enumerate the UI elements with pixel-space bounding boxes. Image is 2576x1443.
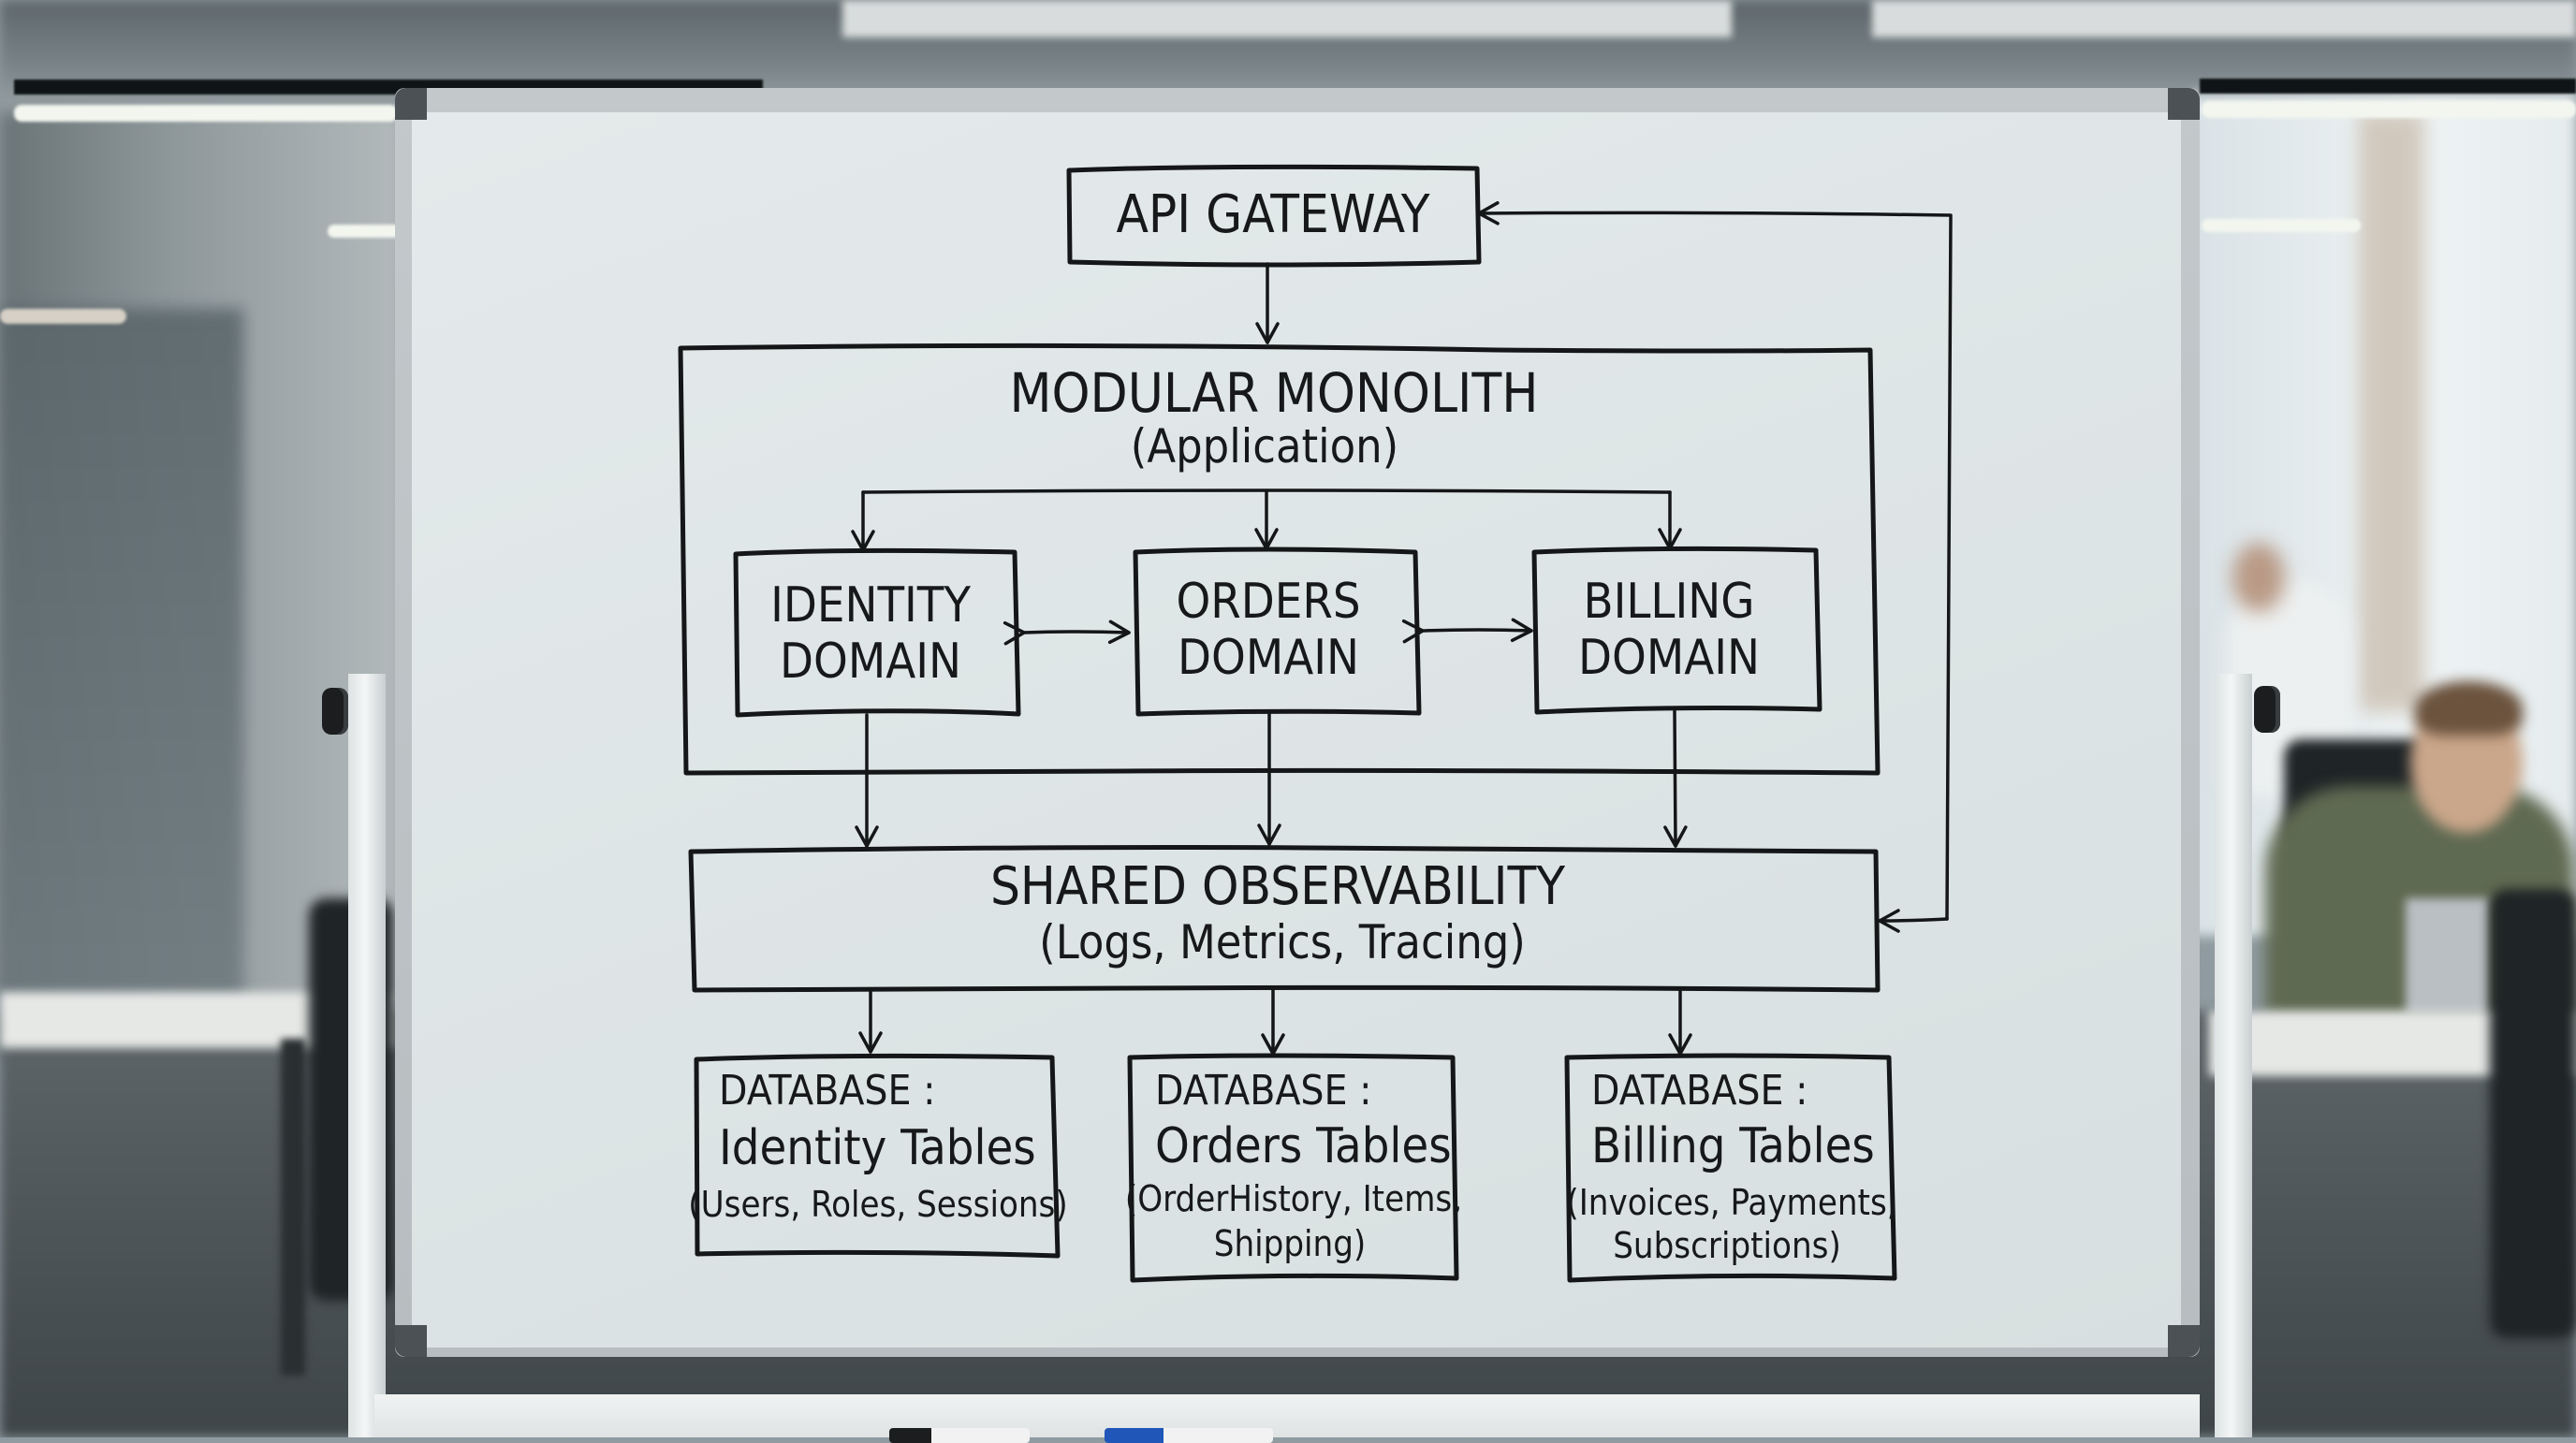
observability-title: SHARED OBSERVABILITY [990,856,1565,917]
tilt-knob-left[interactable] [322,688,348,735]
orders-database-node: DATABASE : Orders Tables (OrderHistory, … [1125,1053,1462,1283]
orders-database-box [1127,1053,1459,1283]
monolith-title: MODULAR MONOLITH [1009,361,1538,425]
orders-billing-bidirectional-arrow [1401,618,1533,644]
frame-corner [395,1325,427,1357]
billing-database-heading: DATABASE : [1591,1067,1808,1115]
frame-corner [395,88,427,120]
office-chair [2490,889,2576,1338]
identity-database-details: (Users, Roles, Sessions) [688,1184,1067,1225]
ceiling-light-fixture [2200,79,2576,94]
glass-partition [0,309,243,1057]
marker-tray [374,1394,2200,1437]
api-gateway-box [1066,164,1482,268]
identity-domain-box [733,547,1021,718]
api-gateway-label: API GATEWAY [1116,184,1429,245]
desk-leg [281,1039,305,1376]
observability-subtitle: (Logs, Metrics, Tracing) [1039,915,1526,969]
stand-post-right [2215,674,2252,1437]
window-pillar [2359,112,2424,711]
orders-database-heading: DATABASE : [1155,1067,1371,1115]
api-gateway-node: API GATEWAY [1066,164,1482,268]
billing-domain-line1: BILLING [1583,574,1754,630]
ceiling-light-glow [2202,219,2361,232]
monolith-box [678,343,1881,776]
ceiling-panel [1872,0,2576,37]
stand-post-left [348,674,386,1437]
modular-monolith-container: MODULAR MONOLITH (Application) [678,343,1881,776]
billing-database-node: DATABASE : Billing Tables (Invoices, Pay… [1564,1053,1897,1283]
seated-person-hair [2415,681,2523,736]
laptop [2406,898,2490,1015]
billing-domain-node: BILLING DOMAIN [1531,546,1822,715]
identity-orders-bidirectional-arrow [1003,619,1131,646]
orders-database-name: Orders Tables [1155,1118,1452,1174]
billing-domain-box [1531,546,1822,715]
orders-database-details-line1: (OrderHistory, Items, [1125,1178,1462,1219]
feedback-loop-to-api-gateway [1477,201,1953,921]
ceiling-light-glow [14,105,398,122]
ceiling-light-glow [328,225,402,238]
observability-box [688,845,1881,993]
tilt-knob-right[interactable] [2254,686,2280,733]
identity-domain-line2: DOMAIN [780,634,961,690]
identity-database-box [694,1053,1061,1259]
identity-domain-node: IDENTITY DOMAIN [733,547,1021,718]
background-person-head [2232,543,2285,612]
ceiling-light-glow [0,309,126,324]
orders-domain-line1: ORDERS [1176,574,1360,630]
billing-database-details-line1: (Invoices, Payments, [1566,1182,1896,1223]
arrow-billing-to-observability [1663,709,1688,848]
frame-corner [2168,1325,2200,1357]
whiteboard-surface [412,112,2181,1348]
identity-database-node: DATABASE : Identity Tables (Users, Roles… [688,1053,1068,1259]
orders-database-details-line2: Shipping) [1214,1223,1367,1264]
billing-database-details-line2: Subscriptions) [1613,1225,1841,1266]
ceiling-panel [842,0,1732,37]
identity-database-name: Identity Tables [719,1120,1036,1176]
ceiling-light-glow [2202,101,2576,118]
shared-observability-node: SHARED OBSERVABILITY (Logs, Metrics, Tra… [688,845,1881,993]
orders-domain-line2: DOMAIN [1178,630,1359,686]
domain-distribution-line [861,488,1672,494]
feedback-loop-to-observability [1878,909,1949,933]
billing-database-box [1564,1053,1897,1283]
frame-corner [2168,88,2200,120]
identity-database-heading: DATABASE : [719,1067,935,1115]
identity-domain-line1: IDENTITY [770,577,971,634]
billing-database-name: Billing Tables [1591,1118,1875,1174]
orders-domain-node: ORDERS DOMAIN [1133,547,1422,717]
orders-domain-box [1133,547,1422,717]
billing-domain-line2: DOMAIN [1578,630,1760,686]
monolith-subtitle: (Application) [1131,419,1398,474]
